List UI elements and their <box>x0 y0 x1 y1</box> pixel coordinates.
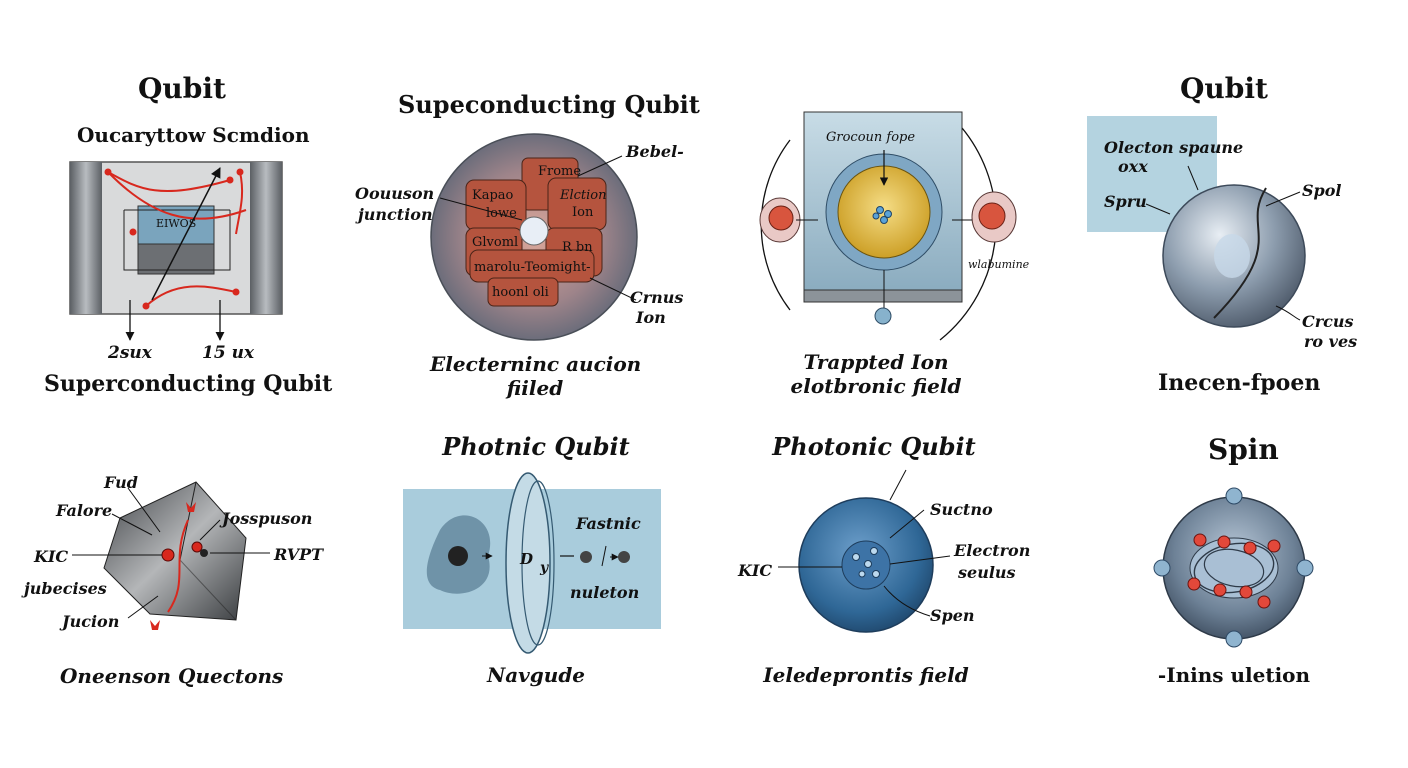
p2-lobe-kapao: Kapao <box>472 188 514 203</box>
p2-caption-line2: fiiled <box>506 376 564 400</box>
p5-label-josspuson: Josspuson <box>222 509 313 528</box>
p7-label-suctno: Suctno <box>930 500 993 519</box>
p7-sphere <box>778 469 951 633</box>
p1-label-right: 15 ux <box>202 343 255 363</box>
p2-lobe-marolu: marolu-Teomight- <box>474 260 591 275</box>
p7-label-spen: Spen <box>930 606 975 625</box>
p5-label-kic: KIC <box>34 547 69 566</box>
p2-lobe-ion: Ion <box>572 205 594 220</box>
p4-box-line2: oxx <box>1118 157 1148 176</box>
p5-crystal <box>72 481 270 630</box>
p7-caption: Ieledeprontis field <box>763 663 969 687</box>
p1-device <box>69 161 283 341</box>
p6-label-fastnic: Fastnic <box>576 514 641 533</box>
p4-label-spru: Spru <box>1104 192 1147 211</box>
p4-label-roves: ro ves <box>1304 332 1358 351</box>
p2-label-bebel: Bebel- <box>626 142 684 161</box>
p2-lobe-lowe: lowe <box>486 206 517 221</box>
p2-lobe-elction: Elction <box>560 188 607 203</box>
p1-inner-label: EIWOS <box>156 217 197 230</box>
p5-label-rvpt: RVPT <box>274 545 324 564</box>
p6-title: Photnic Qubit <box>442 432 630 461</box>
p5-label-fud: Fud <box>104 473 138 492</box>
p1-subtitle: Oucaryttow Scmdion <box>77 123 310 147</box>
p8-caption: -Inins uletion <box>1157 663 1311 687</box>
p2-label-oouuson: Oouuson <box>355 184 435 203</box>
p8-spin <box>1153 487 1314 648</box>
p4-label-crcus: Crcus <box>1302 312 1354 331</box>
p3-caption-line2: elotbronic field <box>790 374 962 398</box>
p7-label-kic: KIC <box>738 561 773 580</box>
p4-label-spol: Spol <box>1302 181 1342 200</box>
p4-sphere <box>1087 116 1306 328</box>
p6-waveguide <box>403 472 661 654</box>
p8-title: Spin <box>1208 433 1279 466</box>
p2-lobe-frome: Frome <box>538 164 582 179</box>
p1-label-left: 2sux <box>108 343 152 363</box>
p2-label-ion: Ion <box>636 308 666 327</box>
p2-label-junction: junction <box>358 205 433 224</box>
p4-caption: Inecen-fpoen <box>1158 370 1321 396</box>
p5-label-jubecises: jubecises <box>24 579 107 598</box>
p4-box-line1: Olecton spaune <box>1104 138 1244 157</box>
p6-label-y: y <box>540 560 549 576</box>
p2-lobe-rbn: R bn <box>562 240 593 255</box>
p5-label-falore: Falore <box>56 501 113 520</box>
p6-caption: Navgude <box>486 663 586 687</box>
p1-title: Qubit <box>138 72 226 105</box>
p3-label-side: wlabumine <box>968 258 1030 271</box>
p7-title: Photonic Qubit <box>772 432 976 461</box>
p7-label-seulus: seulus <box>958 563 1016 582</box>
p1-caption: Superconducting Qubit <box>44 371 333 397</box>
p2-lobe-hoonl: hoonl oli <box>492 285 549 300</box>
p6-label-nuleton: nuleton <box>570 583 640 602</box>
p4-title: Qubit <box>1180 72 1268 105</box>
p2-sphere <box>430 133 638 341</box>
p2-lobe-glvoml: Glvoml <box>472 235 519 250</box>
p2-caption-line1: Electerninc aucion <box>430 352 642 376</box>
p7-label-electron: Electron <box>954 541 1031 560</box>
p6-label-d: D <box>520 550 534 568</box>
p3-trapped-ion <box>759 111 1017 341</box>
p3-caption-line1: Trappted Ion <box>803 350 949 374</box>
p2-label-crnus: Crnus <box>630 288 684 307</box>
p5-caption: Oneenson Quectons <box>60 664 284 688</box>
p5-label-jucion: Jucion <box>62 612 120 631</box>
p2-title: Supeconducting Qubit <box>398 90 700 119</box>
p3-label-top: Grocoun fope <box>826 130 916 145</box>
